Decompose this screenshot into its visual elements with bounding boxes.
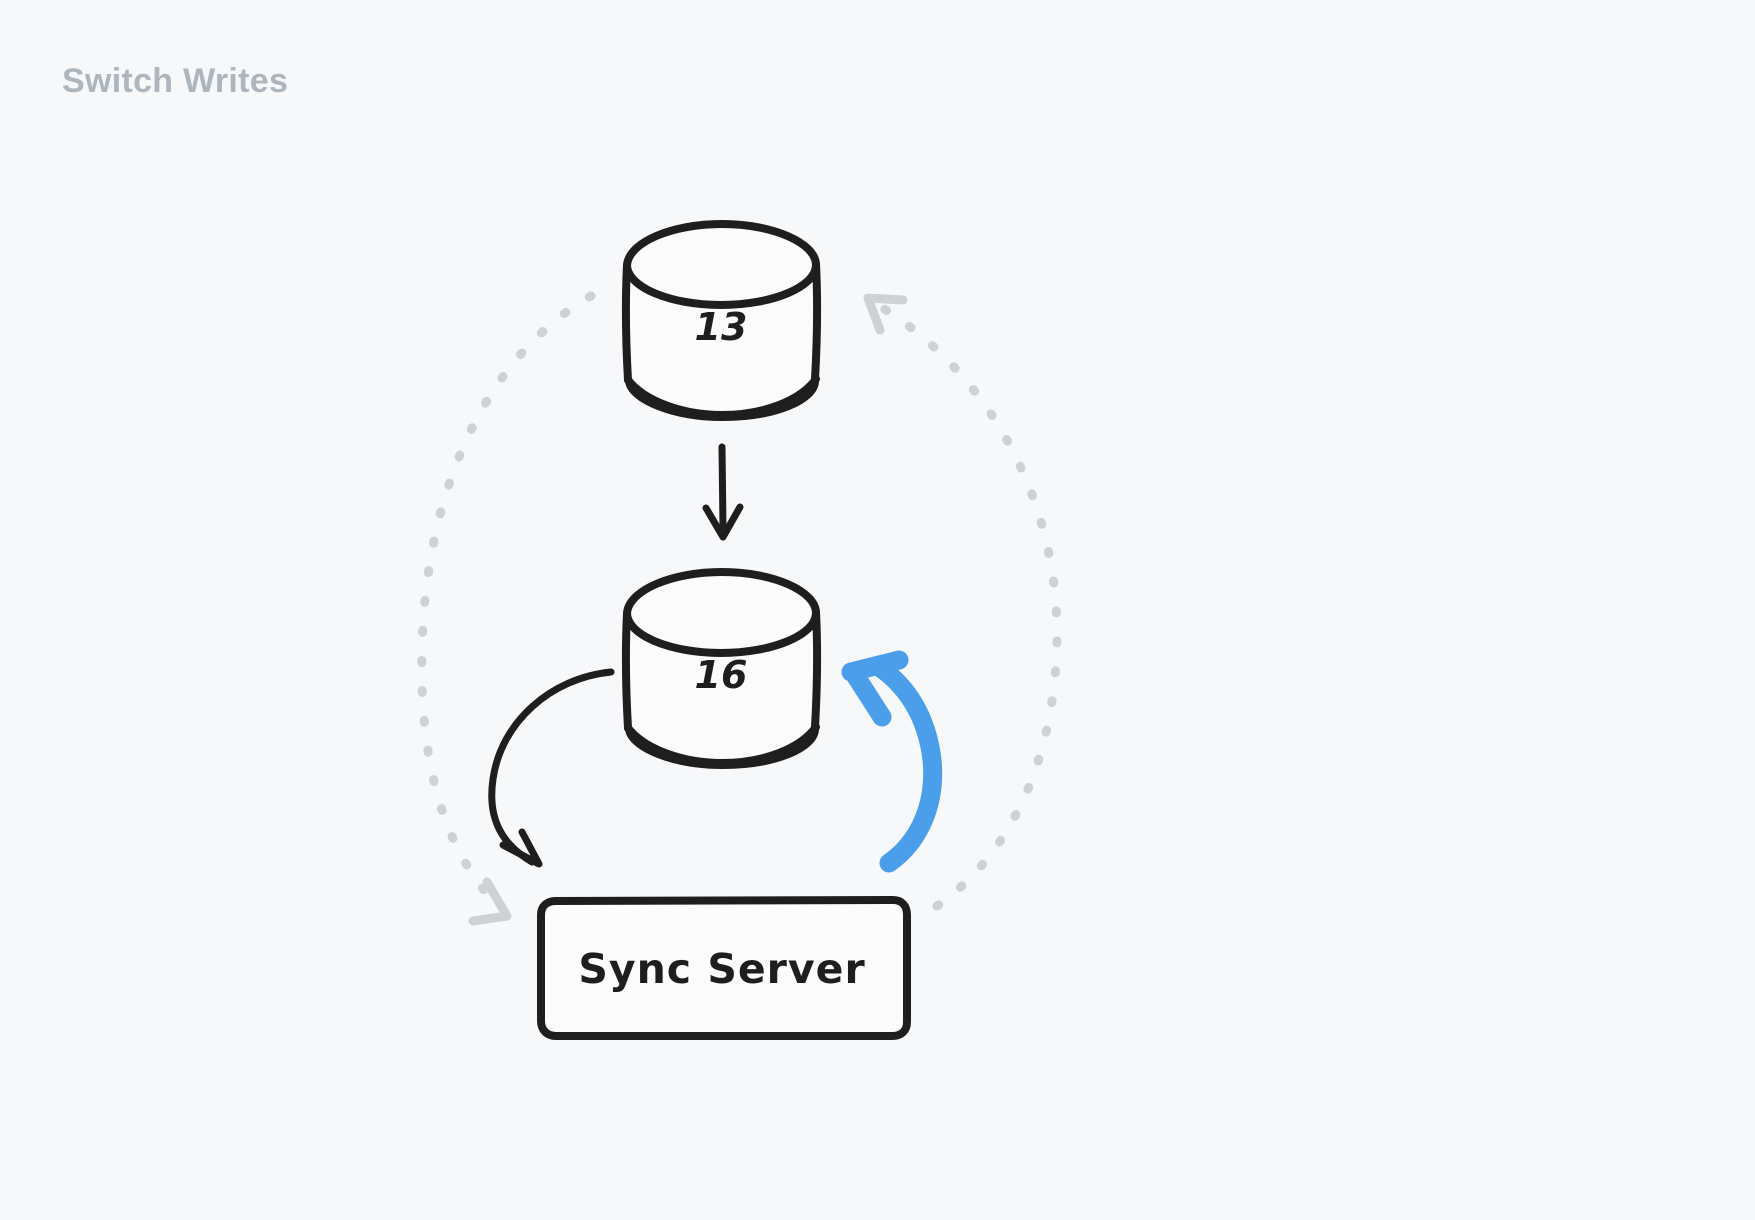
db-top-cylinder[interactable]: 13 xyxy=(621,220,822,421)
page-title: Switch Writes xyxy=(62,62,289,100)
sync-server-box[interactable]: Sync Server xyxy=(537,896,911,1040)
db-bottom-cylinder[interactable]: 16 xyxy=(621,568,822,769)
edge-sync-to-db16-highlight[interactable] xyxy=(841,650,943,873)
edge-db16-to-sync xyxy=(488,668,615,868)
db-bottom-label: 16 xyxy=(695,653,748,697)
edge-db13-to-sync-dashed xyxy=(417,291,596,926)
edge-db13-to-db16 xyxy=(702,443,744,541)
edge-sync-to-db13-dashed xyxy=(863,293,1062,911)
sync-server-label: Sync Server xyxy=(578,945,865,993)
db-top-label: 13 xyxy=(695,305,748,349)
